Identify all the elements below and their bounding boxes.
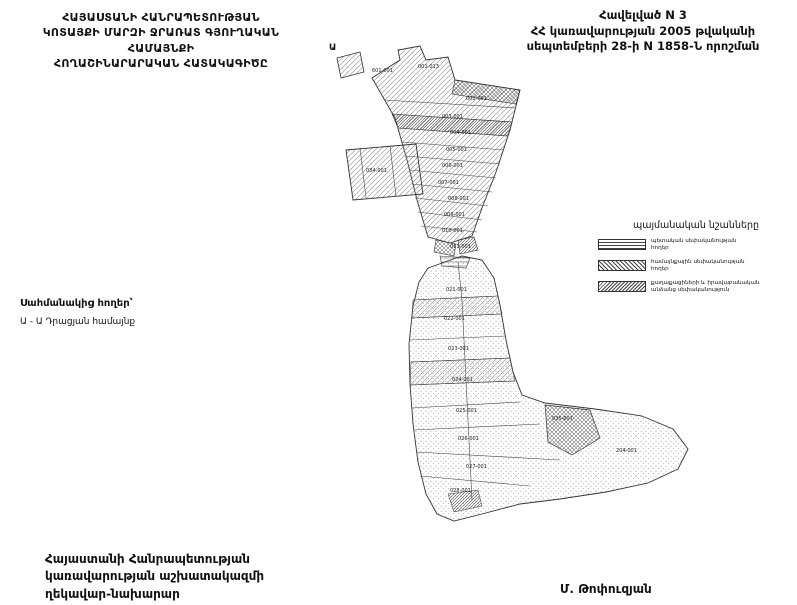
parcel-label: 004-001 bbox=[450, 130, 471, 136]
lower-hatched-band-3 bbox=[447, 489, 483, 513]
legend-label-private: քաղաքացիների և իրավաբանական անձանց սեփակ… bbox=[651, 279, 760, 293]
lower-region-outline bbox=[408, 255, 689, 522]
signatory-line-1: Հայաստանի Հանրապետության bbox=[45, 552, 250, 566]
title-line-3: ՀՈՂԱՇԻՆԱՐԱՐԱԿԱՆ ՀԱՏԱԿԱԳԻԾԸ bbox=[53, 57, 269, 71]
parcel-label: 034-001 bbox=[366, 168, 387, 174]
upper-parcel-divisions bbox=[383, 99, 517, 233]
annex-line-2: ՀՀ կառավարության 2005 թվականի bbox=[530, 23, 756, 38]
north-marker-parcel bbox=[336, 51, 365, 79]
parcel-label: 026-001 bbox=[458, 436, 479, 442]
neighboring-lands-title: Սահմանակից հողեր՝ bbox=[20, 298, 133, 309]
map-left-protrusion bbox=[345, 143, 424, 201]
parcel-label: 002-001 bbox=[466, 96, 487, 102]
legend-label-state: պետական սեփականության հողեր bbox=[651, 238, 737, 251]
legend-label-community: համայնքային սեփականության հողեր bbox=[651, 258, 745, 272]
map-lower-region bbox=[408, 255, 689, 522]
parcel-label: 601-001 bbox=[372, 68, 393, 74]
lower-hatched-band-2 bbox=[409, 357, 516, 386]
annex-reference: Հավելված N 3 ՀՀ կառավարության 2005 թվակա… bbox=[500, 8, 786, 55]
parcel-label: 011-001 bbox=[450, 244, 471, 250]
parcel-label: 006-001 bbox=[442, 163, 463, 169]
signatory-line-2: կառավարության աշխատակազմի bbox=[45, 569, 265, 584]
parcel-label: 035-001 bbox=[552, 416, 573, 422]
parcel-label: 024-001 bbox=[452, 377, 473, 383]
signatory-line-3: ղեկավար-նախարար bbox=[45, 586, 180, 601]
legend-item-state: պետական սեփականության հողեր bbox=[598, 238, 794, 252]
legend-item-community: համայնքային սեփականության հողեր bbox=[598, 259, 794, 273]
parcel-label: 023-001 bbox=[448, 346, 469, 352]
signatory-title-block: Հայաստանի Հանրապետության կառավարության ա… bbox=[45, 551, 264, 603]
parcel-label: 005-001 bbox=[446, 147, 467, 153]
parcel-label: 009-001 bbox=[444, 212, 465, 218]
parcel-label: 022-001 bbox=[444, 316, 465, 322]
parcel-label: 010-001 bbox=[442, 228, 463, 234]
parcel-label: 008-001 bbox=[448, 196, 469, 202]
signatory-name: Մ. Թոփուզյան bbox=[560, 582, 652, 596]
middle-parcel-2 bbox=[457, 236, 479, 255]
middle-parcel-1 bbox=[433, 239, 457, 257]
parcel-label: 007-001 bbox=[438, 180, 459, 186]
parcel-label: 003-001 bbox=[442, 114, 463, 120]
upper-hatched-strip-1 bbox=[451, 79, 521, 105]
neighboring-lands-block: Սահմանակից հողեր՝ Ա - Ա Դրացյան համայնք bbox=[20, 298, 220, 327]
neighboring-lands-item: Ա - Ա Դրացյան համայնք bbox=[20, 317, 136, 327]
lower-hatched-band-1 bbox=[411, 295, 503, 319]
map-legend: պայմանական նշանները պետական սեփականությա… bbox=[598, 220, 794, 301]
parcel-label: 021-001 bbox=[446, 287, 467, 293]
north-marker-label: Ա bbox=[329, 43, 336, 53]
document-title: ՀԱՅԱՍՏԱՆԻ ՀԱՆՐԱՊԵՏՈՒԹՅԱՆ ԿՈՏԱՅՔԻ ՄԱՐԶԻ Ջ… bbox=[10, 10, 312, 72]
left-protrusion-divisions bbox=[359, 145, 397, 199]
left-protrusion-outline bbox=[345, 143, 424, 201]
title-line-2: ԿՈՏԱՅՔԻ ՄԱՐԶԻ ՋՐԱՌԱՏ ԳՅՈՒՂԱԿԱՆ ՀԱՄԱՅՆՔԻ bbox=[42, 26, 280, 55]
parcel-label: 204-001 bbox=[616, 448, 637, 454]
legend-swatch-community-icon bbox=[598, 260, 646, 272]
parcel-label: 028-001 bbox=[450, 488, 471, 494]
north-marker: Ա bbox=[329, 43, 365, 79]
annex-line-3: սեպտեմբերի 28-ի N 1858-Ն որոշման bbox=[526, 39, 760, 54]
legend-swatch-state-icon bbox=[598, 239, 646, 251]
annex-line-1: Հավելված N 3 bbox=[599, 8, 687, 22]
parcel-label: 025-001 bbox=[456, 408, 477, 414]
title-line-1: ՀԱՅԱՍՏԱՆԻ ՀԱՆՐԱՊԵՏՈՒԹՅԱՆ bbox=[62, 11, 260, 24]
legend-item-private: քաղաքացիների և իրավաբանական անձանց սեփակ… bbox=[598, 280, 794, 294]
parcel-label: 027-001 bbox=[466, 464, 487, 470]
parcel-label: 001-013 bbox=[418, 64, 439, 70]
legend-title: պայմանական նշանները bbox=[632, 220, 760, 231]
legend-swatch-private-icon bbox=[598, 281, 646, 293]
parcel-labels-group: 601-001 001-013 002-001 003-001 004-001 005-0… bbox=[366, 64, 637, 494]
lower-hatched-blob bbox=[544, 404, 601, 456]
